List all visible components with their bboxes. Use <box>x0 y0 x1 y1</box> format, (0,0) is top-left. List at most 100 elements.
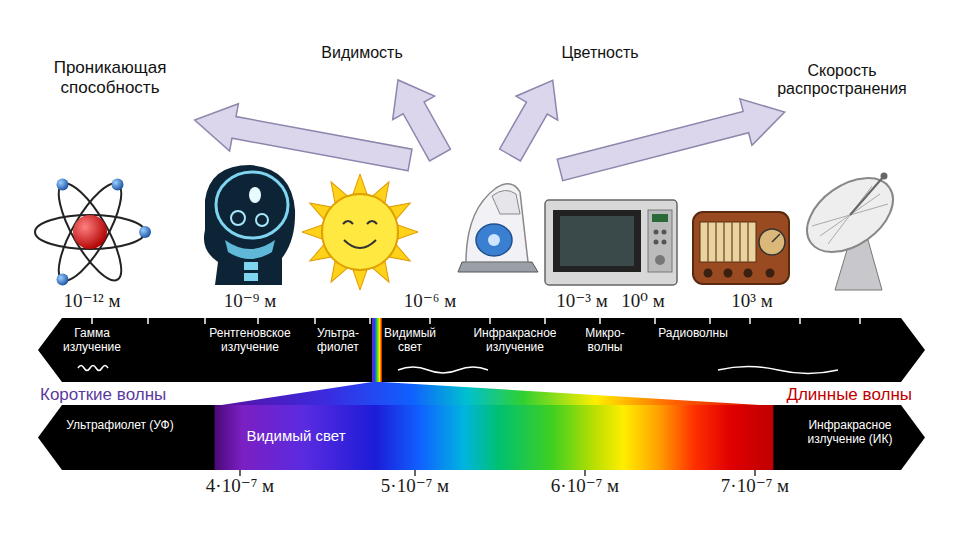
wavelength-label: 10⁻¹² м <box>63 290 120 312</box>
atom-icon-part <box>73 215 107 249</box>
sun-icon-part <box>367 221 377 224</box>
sun-icon-part <box>322 194 398 270</box>
spectrum-band-shape-part-part <box>709 318 711 324</box>
wavelength-label: 10⁻⁹ м <box>224 290 276 312</box>
wavelength-label: 7·10⁻⁷ м <box>721 475 789 497</box>
dish-antenna-icon-part <box>850 176 884 215</box>
microwave-icon-part <box>648 210 672 272</box>
atom-icon <box>35 176 151 288</box>
band-label: Ультрафиолет (УФ) <box>60 419 180 433</box>
spectrum-wedge <box>215 382 775 406</box>
xray-head-icon-part <box>249 187 261 203</box>
microwave-icon-part <box>662 240 667 245</box>
spectrum-band-shape-part-part <box>654 318 656 324</box>
radio-icon-part <box>700 222 756 262</box>
caption-label: Проникающая способность <box>35 58 185 97</box>
band-label: Инфракрасное излучение (ИК) <box>780 419 920 447</box>
caption-label: Длинные волны <box>786 385 912 405</box>
spectrum-band-shape-part-part <box>398 367 488 373</box>
xray-head-icon-part <box>231 211 245 225</box>
spectrum-band-shape-part-part <box>859 318 861 324</box>
atom-icon-part <box>57 178 69 190</box>
band-label: Гамма излучение <box>52 327 132 355</box>
wavelength-label: 10⁻⁶ м <box>404 290 456 312</box>
spectrum-band-shape-part-part <box>257 318 259 324</box>
spectrum-band-shape-part <box>38 318 925 382</box>
microwave-icon-part <box>553 210 641 272</box>
visible-spectrum-band: Ультрафиолет (УФ)Видимый светИнфракрасно… <box>38 405 925 470</box>
atom-icon-part <box>48 176 132 288</box>
band-label: Рентгеновское излучение <box>191 327 309 355</box>
radio-icon-part <box>759 229 785 255</box>
radio-icon-part <box>744 269 753 278</box>
spectrum-band-shape-part <box>78 366 838 374</box>
radio-icon-part <box>772 234 780 242</box>
iron-icon <box>458 184 538 272</box>
caption-label: Цветность <box>561 44 638 62</box>
wavelength-label: 10⁰ м <box>621 290 664 312</box>
wavelength-label: 10⁻³ м <box>556 290 608 312</box>
visible-band-shape <box>38 405 925 470</box>
atom-icon-part <box>57 274 69 286</box>
microwave-icon-part <box>545 200 677 285</box>
wavelength-label: 6·10⁻⁷ м <box>551 475 619 497</box>
spectrum-band-shape-part-part <box>429 318 431 324</box>
atom-icon-part <box>35 215 145 249</box>
iron-icon-part <box>476 224 512 256</box>
iron-icon-part <box>488 234 500 246</box>
microwave-icon-part <box>655 255 665 265</box>
microwave-icon-part <box>560 216 634 266</box>
spectrum-band-shape-part-part <box>147 318 149 324</box>
spectrum-band-shape-part-part <box>91 318 93 324</box>
big-arrow <box>377 68 461 166</box>
microwave-icon-part <box>654 230 659 235</box>
xray-head-icon-part <box>216 172 288 238</box>
microwave-icon-part <box>662 230 667 235</box>
spectrum-band-shape-part-part <box>78 366 108 371</box>
wavelength-label: 4·10⁻⁷ м <box>206 475 274 497</box>
xray-head-icon-part <box>244 262 258 270</box>
dish-antenna-icon-part <box>793 163 906 267</box>
atom-icon-part <box>48 176 132 288</box>
microwave-icon-part <box>652 214 668 222</box>
microwave-icon <box>545 200 677 285</box>
wavelength-label: 5·10⁻⁷ м <box>381 475 449 497</box>
band-label: Микро- волны <box>580 327 630 355</box>
spectrum-band-shape-part-part <box>799 318 801 324</box>
xray-head-icon-part <box>225 240 275 259</box>
caption-label: Скорость распространения <box>762 62 922 99</box>
sun-icon-part <box>344 240 376 248</box>
atom-icon-part <box>112 178 124 190</box>
spectrum-band-shape-part-part <box>369 318 371 324</box>
spectrum-band-shape-part-part <box>749 318 751 324</box>
microwave-icon-part <box>654 240 659 245</box>
radio-icon-part <box>693 212 789 284</box>
big-arrow <box>489 68 573 166</box>
big-arrow <box>554 89 791 193</box>
spectrum-band-shape-part-part <box>314 318 316 324</box>
xray-head-icon-part <box>204 165 295 285</box>
sun-icon-part-part <box>398 225 418 239</box>
xray-head-icon <box>204 165 295 285</box>
caption-label: Видимость <box>321 44 402 62</box>
atom-icon-part <box>139 226 151 238</box>
sun-icon-part <box>343 221 353 224</box>
radio-icon-part <box>708 222 748 262</box>
iron-icon-part <box>492 190 520 214</box>
dish-antenna-icon <box>793 163 906 290</box>
radio-icon <box>693 212 789 284</box>
band-label: Видимый свет <box>382 327 438 355</box>
spectrum-band-shape-part-part <box>599 318 601 324</box>
band-label: Ультра- фиолет <box>310 327 366 355</box>
band-label: Радиоволны <box>648 327 738 341</box>
spectrum-band: Гамма излучение Рентгеновское излучениеУл… <box>38 318 925 382</box>
iron-icon-part <box>466 184 528 262</box>
spectrum-band-shape-part <box>92 318 860 324</box>
xray-head-icon-part <box>244 273 258 281</box>
iron-icon-part <box>458 262 538 272</box>
wavelength-label: 10³ м <box>731 290 772 312</box>
scale-ticks <box>240 470 755 476</box>
spectrum-band-shape-part-part <box>544 318 546 324</box>
sun-icon-part-part <box>353 270 367 290</box>
